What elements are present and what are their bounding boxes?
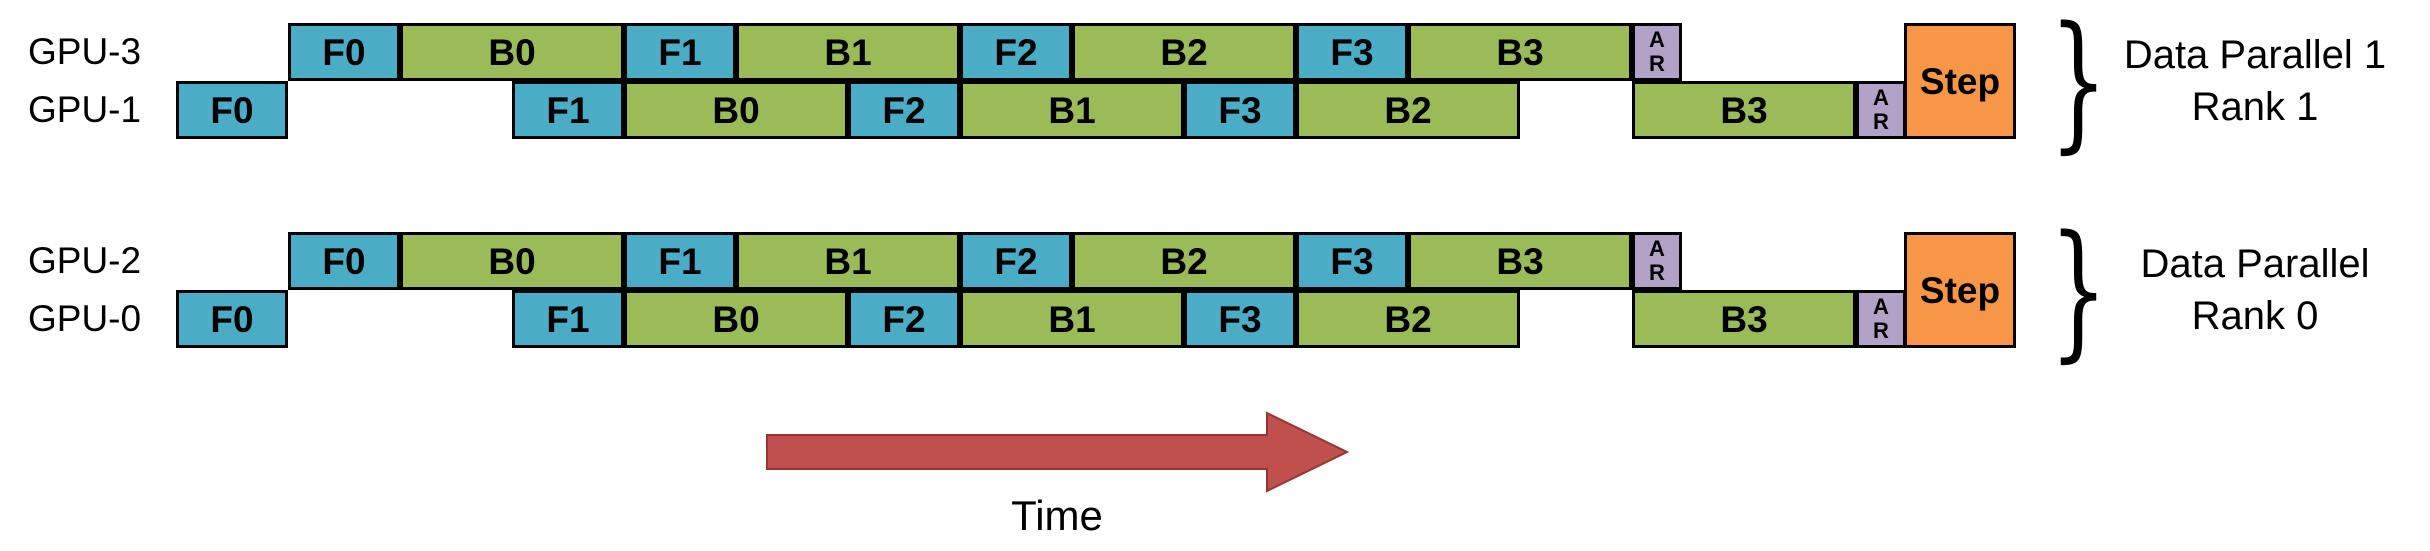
gpu-2-block-f0: F0 <box>288 232 400 290</box>
group-label-line: Rank 1 <box>2191 85 2319 129</box>
gpu-3-block-b3: B3 <box>1408 23 1632 81</box>
gpu-label-gpu-1: GPU-1 <box>28 89 142 130</box>
gpu-0-block-f1: F1 <box>512 290 624 348</box>
gpu-label-gpu-2: GPU-2 <box>28 240 142 281</box>
gpu-3-block-f2: F2 <box>960 23 1072 81</box>
group-label-line: Rank 0 <box>2191 294 2319 338</box>
gpu-1-block-f2: F2 <box>848 81 960 139</box>
gpu-label-gpu-3: GPU-3 <box>28 31 142 72</box>
gpu-0-block-b0: B0 <box>624 290 848 348</box>
gpu-0-block-f2: F2 <box>848 290 960 348</box>
gpu-1-block-b0: B0 <box>624 81 848 139</box>
gpu-3-block-ar: A R <box>1632 23 1682 81</box>
gpu-0-block-b1: B1 <box>960 290 1184 348</box>
gpu-1-block-b1: B1 <box>960 81 1184 139</box>
gpu-2-block-b2: B2 <box>1072 232 1296 290</box>
gpu-0-block-b3: B3 <box>1632 290 1856 348</box>
gpu-2-block-b3: B3 <box>1408 232 1632 290</box>
gpu-3-block-f0: F0 <box>288 23 400 81</box>
gpu-label-gpu-0: GPU-0 <box>28 298 142 339</box>
gpu-2-block-b1: B1 <box>736 232 960 290</box>
gpu-2-block-b0: B0 <box>400 232 624 290</box>
gpu-2-block-f2: F2 <box>960 232 1072 290</box>
gpu-1-block-f0: F0 <box>176 81 288 139</box>
group-brace-data-parallel-rank-0: } <box>2049 204 2108 376</box>
gpu-3-block-b1: B1 <box>736 23 960 81</box>
step-block: Step <box>1904 23 2016 139</box>
time-axis-label: Time <box>1011 492 1103 539</box>
time-arrow <box>766 411 1350 493</box>
gpu-3-block-b0: B0 <box>400 23 624 81</box>
gpu-2-block-ar: A R <box>1632 232 1682 290</box>
gpu-1-block-ar: A R <box>1856 81 1906 139</box>
group-label-line: Data Parallel 1 <box>2123 33 2387 77</box>
gpu-1-block-b2: B2 <box>1296 81 1520 139</box>
gpu-1-block-f1: F1 <box>512 81 624 139</box>
step-block: Step <box>1904 232 2016 348</box>
gpu-3-block-b2: B2 <box>1072 23 1296 81</box>
gpu-0-block-b2: B2 <box>1296 290 1520 348</box>
group-label-line: Data Parallel <box>2140 242 2370 286</box>
gpu-0-block-f0: F0 <box>176 290 288 348</box>
group-label-data-parallel-rank-1: Data Parallel 1 Rank 1 <box>2088 29 2422 133</box>
gpu-2-block-f3: F3 <box>1296 232 1408 290</box>
gpu-0-block-f3: F3 <box>1184 290 1296 348</box>
gpu-1-block-b3: B3 <box>1632 81 1856 139</box>
gpu-3-block-f1: F1 <box>624 23 736 81</box>
gpu-0-block-ar: A R <box>1856 290 1906 348</box>
gpu-1-block-f3: F3 <box>1184 81 1296 139</box>
group-brace-data-parallel-rank-1: } <box>2049 0 2108 167</box>
gpu-3-block-f3: F3 <box>1296 23 1408 81</box>
gpu-2-block-f1: F1 <box>624 232 736 290</box>
time-arrow-shape <box>766 411 1350 493</box>
